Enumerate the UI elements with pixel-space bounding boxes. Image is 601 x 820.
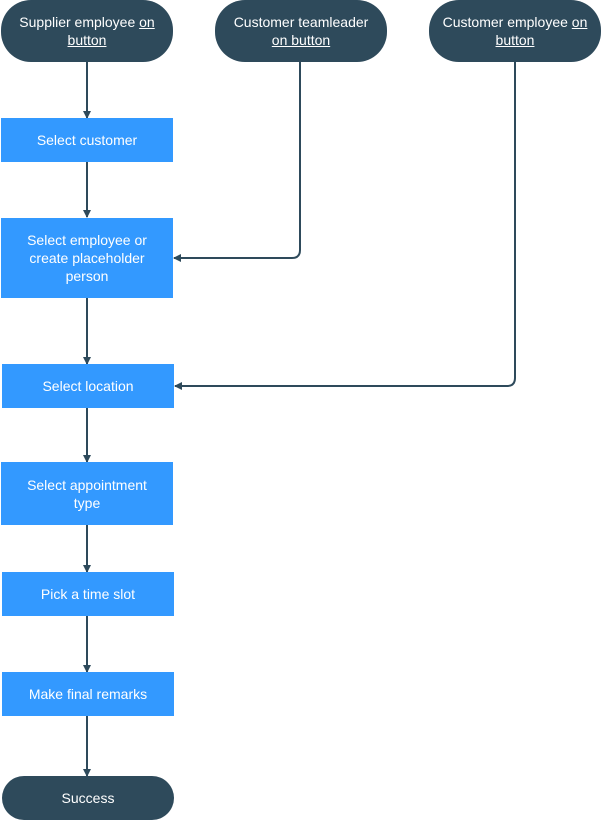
step-pick-time-slot[interactable]: Pick a time slot: [2, 572, 174, 616]
start-supplier-employee[interactable]: Supplier employee on button: [1, 0, 173, 62]
step-pick-time-slot-label: Pick a time slot: [40, 586, 136, 602]
start-teamleader-label: Customer teamleader on button: [225, 13, 377, 49]
start-teamleader-link[interactable]: on button: [271, 32, 331, 48]
start-supplier-text: Supplier employee: [19, 14, 140, 30]
start-customer-link[interactable]: on button: [495, 14, 588, 48]
start-customer-employee[interactable]: Customer employee on button: [429, 0, 601, 62]
step-select-customer-label: Select customer: [36, 132, 138, 148]
step-select-appointment-type-label: Select appointment type: [27, 476, 147, 511]
step-select-employee-label: Select employee or create placeholder pe…: [27, 232, 147, 284]
start-supplier-link[interactable]: on button: [67, 14, 155, 48]
end-success[interactable]: Success: [2, 776, 174, 820]
edge-teamleader-to-employee: [173, 62, 301, 262]
step-select-location[interactable]: Select location: [2, 364, 174, 408]
step-final-remarks[interactable]: Make final remarks: [2, 672, 174, 716]
step-select-customer[interactable]: Select customer: [1, 118, 173, 162]
start-teamleader-text: Customer teamleader: [233, 14, 369, 30]
step-select-appointment-type[interactable]: Select appointment type: [1, 462, 173, 525]
start-customer-teamleader[interactable]: Customer teamleader on button: [215, 0, 387, 62]
end-success-label: Success: [61, 790, 115, 806]
start-customer-text: Customer employee: [442, 14, 572, 30]
step-final-remarks-label: Make final remarks: [28, 686, 148, 702]
step-select-location-label: Select location: [42, 378, 134, 394]
edge-customer-employee-to-location: [174, 62, 516, 390]
start-supplier-label: Supplier employee on button: [11, 13, 163, 49]
step-select-employee[interactable]: Select employee or create placeholder pe…: [1, 218, 173, 298]
start-customer-label: Customer employee on button: [439, 13, 591, 49]
